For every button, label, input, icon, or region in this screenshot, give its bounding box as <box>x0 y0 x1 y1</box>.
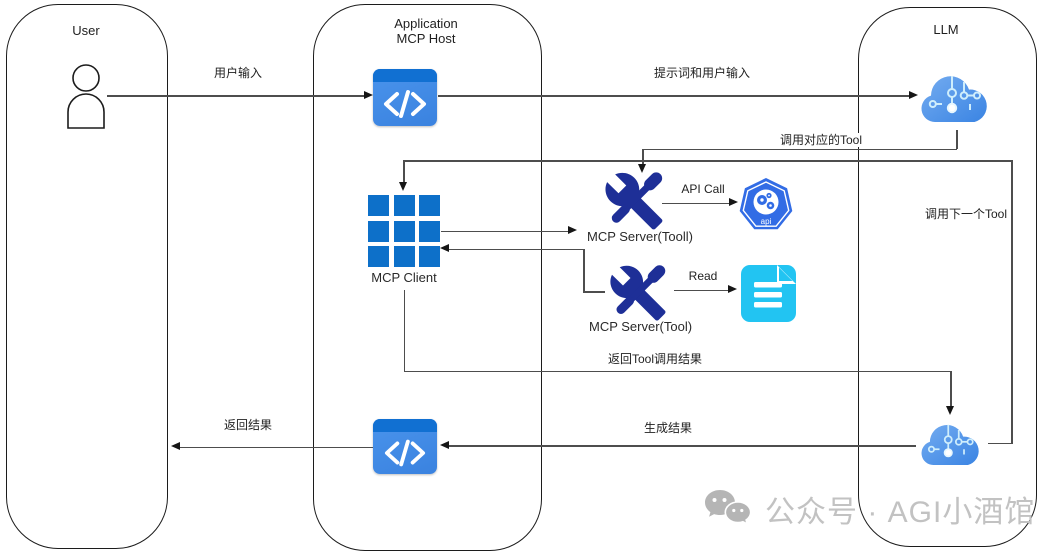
api-heptagon-icon: api <box>739 178 793 230</box>
lane-app-title-line2: MCP Host <box>396 31 456 46</box>
arrowhead <box>440 244 449 252</box>
tools-icon-server1 <box>605 172 663 230</box>
lane-user-title: User <box>72 23 100 38</box>
edge-generate-result-line <box>449 445 916 447</box>
edge-label-call-matching-tool: 调用对应的Tool <box>776 133 866 147</box>
edge-label-read: Read <box>685 269 721 283</box>
edge-label-return-result: 返回结果 <box>220 418 276 432</box>
tools-icon-server2 <box>610 265 666 321</box>
edge-call-tool-line <box>956 130 958 149</box>
edge-user-input-line <box>107 95 365 97</box>
arrowhead <box>364 90 373 99</box>
edge-server2-to-client-line <box>583 248 585 293</box>
code-window-titlebar <box>373 419 437 432</box>
watermark: 公众号 · AGI小酒馆 <box>703 487 1035 531</box>
edge-label-return-tool-result: 返回Tool调用结果 <box>604 352 706 366</box>
edge-return-tool-result-line <box>950 370 952 409</box>
edge-label-user-input: 用户输入 <box>210 66 266 80</box>
arrowhead <box>638 164 646 173</box>
code-window-icon-top <box>373 69 437 126</box>
edge-label-generate-result: 生成结果 <box>640 421 696 435</box>
edge-call-next-tool-line <box>403 160 1012 162</box>
edge-client-to-server1-line <box>441 230 569 232</box>
code-window-icon-bottom <box>373 419 437 474</box>
code-glyph <box>384 439 426 467</box>
arrowhead <box>568 226 577 234</box>
lane-llm <box>858 7 1037 547</box>
lane-llm-title: LLM <box>933 22 959 37</box>
llm-cloud-icon-bottom <box>921 424 979 465</box>
arrowhead <box>946 406 954 415</box>
mcp-client-label: MCP Client <box>371 270 437 285</box>
arrowhead <box>728 285 737 293</box>
edge-label-prompt-and-user-input: 提示词和用户输入 <box>650 66 754 80</box>
edge-server2-to-client-line <box>583 291 605 293</box>
edge-call-next-tool-line <box>988 442 1012 444</box>
code-glyph <box>384 90 426 118</box>
mcp-server2-label: MCP Server(Tool) <box>589 319 693 334</box>
mcp-server1-label: MCP Server(Tooll) <box>587 229 693 244</box>
edge-return-result-line <box>180 446 373 448</box>
arrowhead <box>729 198 738 206</box>
edge-return-tool-result-line <box>403 370 952 372</box>
code-window-titlebar <box>373 69 437 82</box>
arrowhead <box>440 440 449 449</box>
edge-call-next-tool-line <box>403 160 405 184</box>
edge-label-call-next-tool: 调用下一个Tool <box>921 207 1011 221</box>
edge-api-call-line <box>662 202 730 204</box>
wechat-icon <box>705 490 752 526</box>
llm-cloud-icon-top <box>921 76 987 123</box>
lane-user <box>6 4 168 549</box>
svg-text:api: api <box>761 217 772 226</box>
edge-label-api-call: API Call <box>678 182 728 196</box>
arrowhead <box>399 182 407 191</box>
edge-return-tool-result-line <box>403 290 405 371</box>
edge-read-line <box>674 289 729 291</box>
edge-call-next-tool-line <box>1011 160 1013 444</box>
person-icon <box>67 64 105 129</box>
arrowhead <box>909 90 918 99</box>
lane-app-title: Application MCP Host <box>326 16 526 46</box>
edge-call-tool-line <box>642 148 957 150</box>
edge-prompt-line <box>438 95 910 97</box>
edge-call-tool-line <box>642 148 644 166</box>
watermark-text: 公众号 · AGI小酒馆 <box>765 496 1036 529</box>
mcp-client-grid-icon <box>368 195 440 267</box>
edge-server2-to-client-line <box>448 248 584 250</box>
lane-app-title-line1: Application <box>394 16 458 31</box>
document-icon <box>741 265 796 322</box>
arrowhead <box>171 442 180 450</box>
